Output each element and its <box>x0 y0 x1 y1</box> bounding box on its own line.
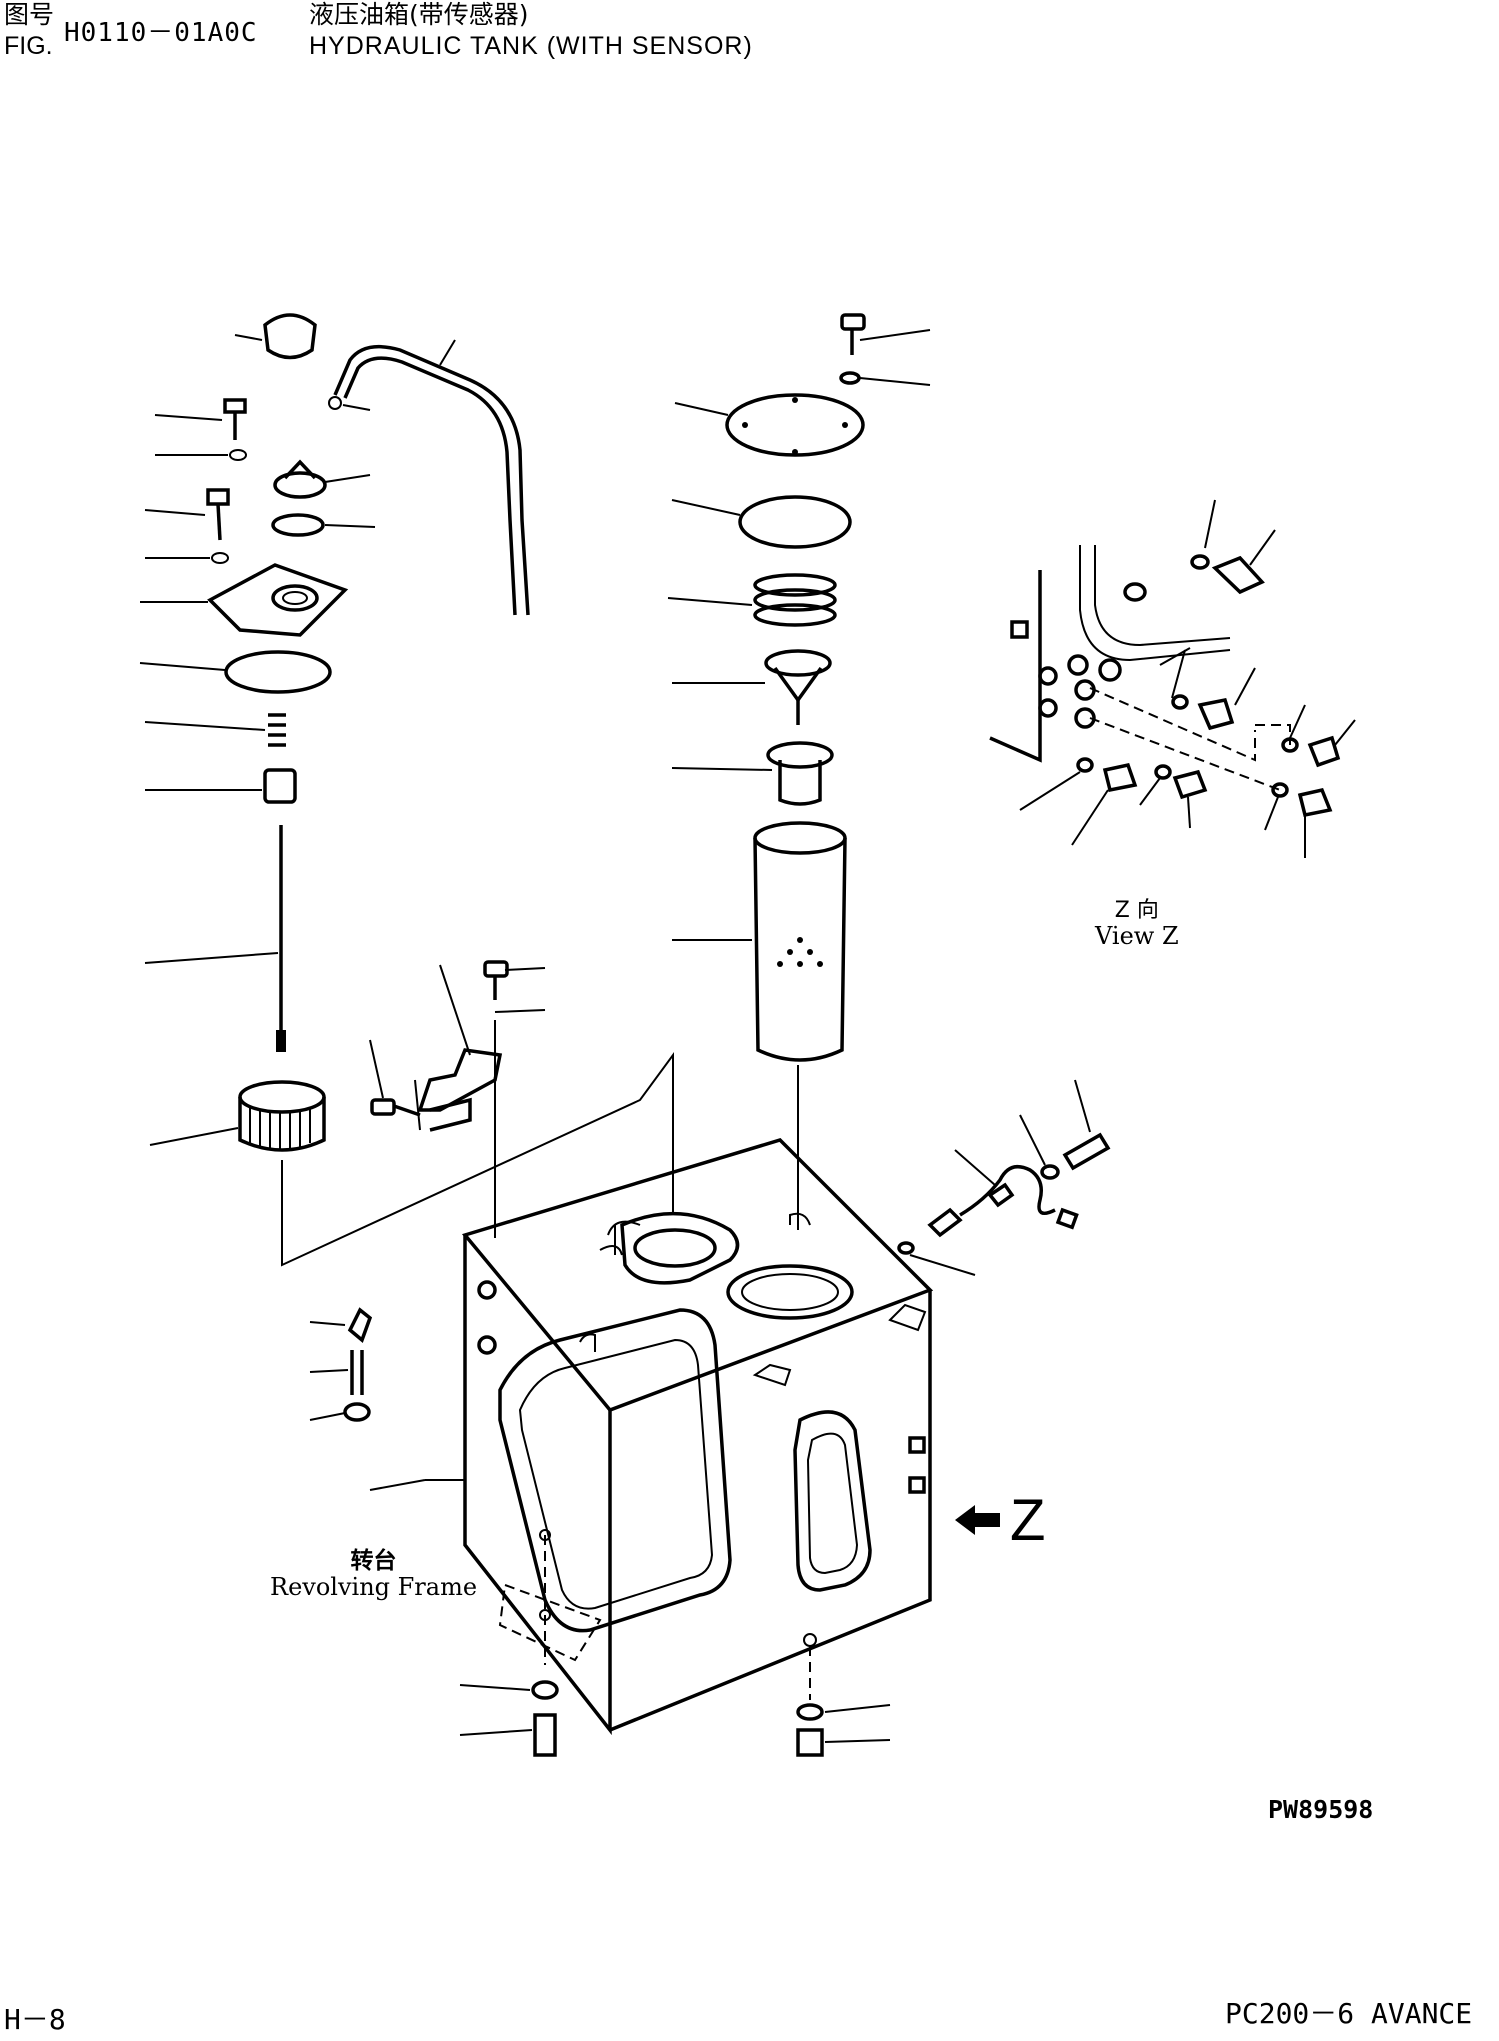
o-ring-large-left <box>139 650 332 694</box>
bolt-top-centre <box>840 313 931 355</box>
washer-upper-left <box>155 449 247 461</box>
view-z-label-cn: Z 向 <box>1114 898 1159 923</box>
revolving-frame-label-cn: 转台 <box>350 1548 397 1574</box>
breather-base <box>273 459 371 499</box>
model-name: PC200－6 AVANCE <box>1225 1997 1473 2030</box>
breather-hose <box>328 339 530 616</box>
dipstick-rod <box>144 825 286 1052</box>
view-z-arrow-icon <box>955 1505 1000 1535</box>
direction-z-letter: Z <box>1010 1488 1046 1553</box>
figure-header: 图号 FIG. H0110－01A0C 液压油箱(带传感器) HYDRAULIC… <box>4 2 904 62</box>
sensor-bolt <box>1019 1079 1111 1180</box>
stay-bracket <box>369 960 546 1132</box>
fig-label-cn: 图号 <box>4 0 55 29</box>
breather-cap <box>234 313 317 360</box>
o-ring-filter <box>671 495 852 549</box>
seal-ring-small <box>271 513 376 537</box>
filler-cover-plate <box>140 563 349 637</box>
title-en: HYDRAULIC TANK (WITH SENSOR) <box>309 32 753 60</box>
view-z-detail <box>989 499 1356 858</box>
washer-mid-left <box>145 552 229 564</box>
mount-bolts-frame <box>459 1529 891 1757</box>
view-z-label-en: View Z <box>1095 922 1179 951</box>
filter-spring <box>667 573 837 627</box>
filter-cover <box>674 393 865 457</box>
revolving-frame-label-en: Revolving Frame <box>270 1573 478 1602</box>
assembly-phantom-lines <box>281 1020 674 1267</box>
spring-left <box>144 713 286 747</box>
figure-number: H0110－01A0C <box>64 18 258 48</box>
fig-label-en: FIG. <box>4 32 53 60</box>
view-z-label: Z 向 View Z <box>1095 898 1179 951</box>
filter-element <box>672 821 847 1230</box>
bypass-valve <box>672 649 832 725</box>
level-sensor-harness <box>897 1149 1079 1276</box>
washer-top-centre <box>839 371 931 386</box>
hydraulic-tank-body <box>369 1138 934 1736</box>
bolt-mid-left <box>144 488 230 541</box>
bolt-upper-left <box>154 398 247 440</box>
revolving-frame-label: 转台 Revolving Frame <box>270 1548 477 1602</box>
title-cn: 液压油箱(带传感器) <box>309 0 529 29</box>
valve-body <box>145 768 297 804</box>
drawing-code: PW89598 <box>1268 1795 1374 1824</box>
filter-holder <box>671 741 834 806</box>
page-number: H－8 <box>4 2003 66 2036</box>
drain-cock-assembly <box>309 1307 373 1422</box>
strainer-element <box>149 1080 326 1152</box>
